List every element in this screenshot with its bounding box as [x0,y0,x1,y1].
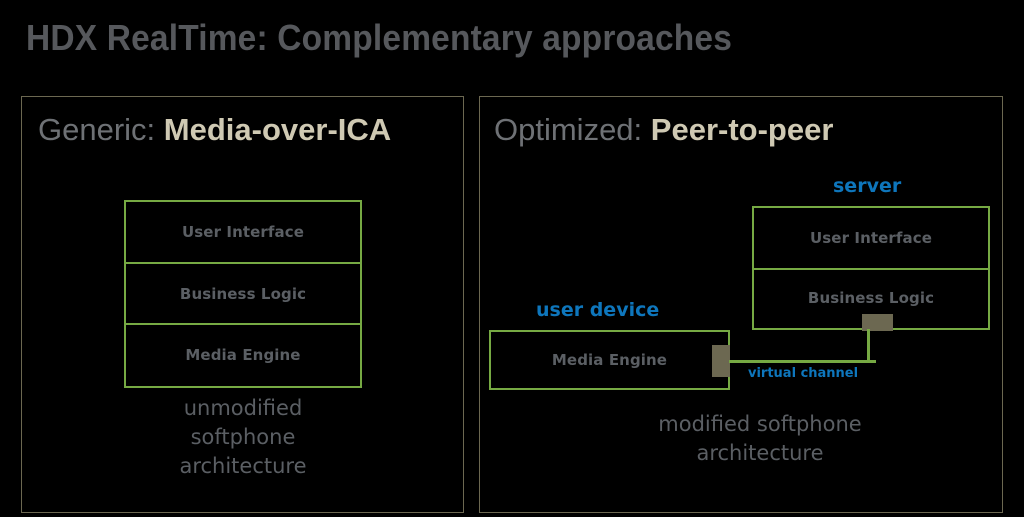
server-connector-nub-icon [862,314,893,331]
panel-generic: Generic: Media-over-ICA [21,96,464,513]
panel-generic-heading-kind: Generic: [38,112,156,147]
generic-layer-media-engine: Media Engine [126,323,360,384]
server-layer-user-interface: User Interface [809,228,932,247]
panel-generic-heading: Generic: Media-over-ICA [38,111,391,149]
panel-optimized-heading: Optimized: Peer-to-peer [494,111,833,149]
optimized-caption: modified softphone architecture [658,412,862,465]
generic-softphone-stack: User Interface Business Logic Media Engi… [124,200,362,388]
page-title: HDX RealTime: Complementary approaches [26,17,733,58]
virtual-channel-line-horizontal [729,360,876,363]
panel-generic-heading-name: Media-over-ICA [163,112,392,147]
generic-layer-user-interface: User Interface [181,223,304,241]
device-layer-media-engine: Media Engine [551,350,668,369]
device-connector-nub-icon [712,345,730,377]
server-stack: User Interface Business Logic [752,206,990,330]
user-device-label: user device [536,299,660,321]
panel-optimized-heading-name: Peer-to-peer [650,112,834,147]
panel-optimized-heading-kind: Optimized: [494,112,643,147]
generic-layer-business-logic: Business Logic [126,262,360,323]
virtual-channel-line-vertical [867,329,870,363]
virtual-channel-label: virtual channel [748,366,859,381]
user-device-stack: Media Engine [489,330,730,390]
server-label: server [833,175,902,197]
generic-caption: unmodified softphone architecture [179,396,307,478]
server-layer-business-logic: Business Logic [754,267,988,328]
